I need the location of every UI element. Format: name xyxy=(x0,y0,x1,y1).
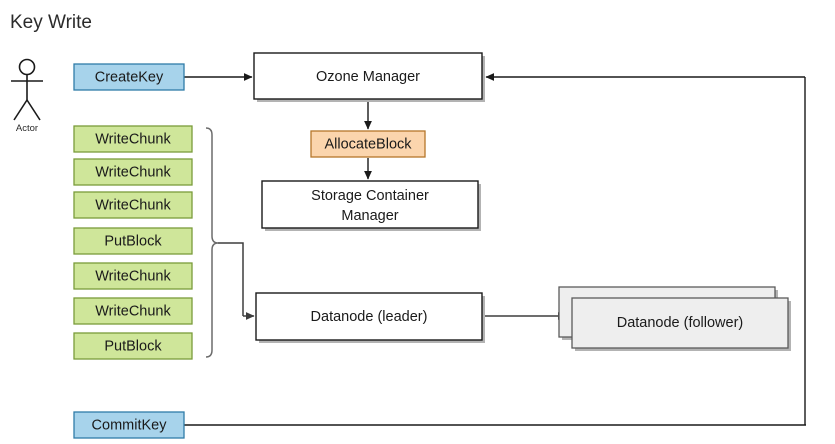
node-storage-container-manager[interactable]: Storage Container Manager xyxy=(261,180,481,231)
node-datanode-leader-label: Datanode (leader) xyxy=(311,309,428,325)
op-label: WriteChunk xyxy=(95,303,171,319)
node-allocate-block-label: AllocateBlock xyxy=(324,136,412,152)
op-writechunk-2[interactable]: WriteChunk xyxy=(73,158,193,186)
edge-ops-to-datanode-leader-path xyxy=(218,242,244,316)
diagram-title: Key Write xyxy=(10,12,92,33)
op-putblock-1[interactable]: PutBlock xyxy=(73,227,193,255)
op-label: WriteChunk xyxy=(95,164,171,180)
op-writechunk-5[interactable]: WriteChunk xyxy=(73,297,193,325)
request-commitkey-label: CommitKey xyxy=(92,417,168,433)
request-createkey[interactable]: CreateKey xyxy=(73,63,185,91)
node-scm-label-line2: Manager xyxy=(341,208,398,224)
op-label: WriteChunk xyxy=(95,268,171,284)
node-scm-label-line1: Storage Container xyxy=(311,188,429,204)
request-createkey-label: CreateKey xyxy=(95,69,164,85)
node-datanode-follower-label: Datanode (follower) xyxy=(617,315,744,331)
op-label: PutBlock xyxy=(104,338,162,354)
node-allocate-block[interactable]: AllocateBlock xyxy=(310,130,426,158)
op-label: PutBlock xyxy=(104,233,162,249)
request-commitkey[interactable]: CommitKey xyxy=(73,411,185,439)
op-putblock-2[interactable]: PutBlock xyxy=(73,332,193,360)
op-label: WriteChunk xyxy=(95,131,171,147)
op-writechunk-3[interactable]: WriteChunk xyxy=(73,191,193,219)
node-ozone-manager[interactable]: Ozone Manager xyxy=(253,52,485,102)
op-label: WriteChunk xyxy=(95,197,171,213)
op-writechunk-1[interactable]: WriteChunk xyxy=(73,125,193,153)
actor-stick-figure-icon xyxy=(11,58,43,121)
node-datanode-follower[interactable]: Datanode (follower) xyxy=(558,286,791,351)
node-ozone-manager-label: Ozone Manager xyxy=(316,69,420,85)
ops-grouping-brace xyxy=(205,127,219,358)
node-datanode-leader[interactable]: Datanode (leader) xyxy=(255,292,485,343)
actor-label: Actor xyxy=(16,123,38,134)
op-writechunk-4[interactable]: WriteChunk xyxy=(73,262,193,290)
